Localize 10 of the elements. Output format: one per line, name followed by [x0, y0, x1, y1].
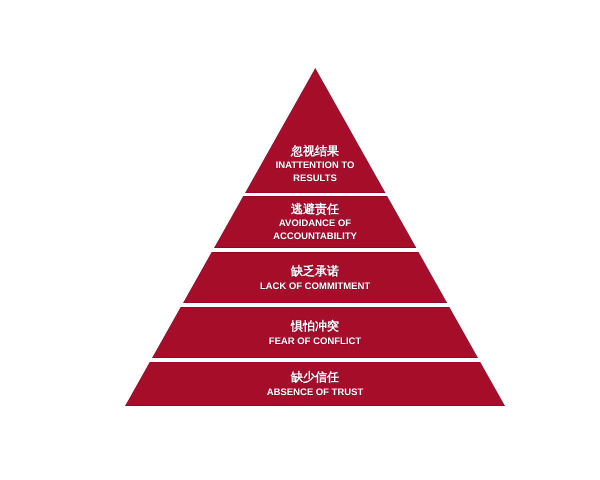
- tier-label: ABSENCE OF TRUST: [266, 386, 364, 399]
- tier-label: FEAR OF CONFLICT: [268, 336, 362, 348]
- tier-label: INATTENTION TO RESULTS: [274, 160, 355, 185]
- tier-title: 逃避责任: [290, 202, 339, 216]
- tier-label: AVOIDANCE OF ACCOUNTABILITY: [272, 218, 358, 243]
- tier-title: 缺少信任: [291, 370, 339, 385]
- tier-title: 缺乏承诺: [290, 264, 339, 279]
- tier-title: 惧怕冲突: [290, 319, 339, 334]
- tier-title: 忽视结果: [290, 144, 339, 158]
- tier-label: LACK OF COMMITMENT: [260, 280, 370, 293]
